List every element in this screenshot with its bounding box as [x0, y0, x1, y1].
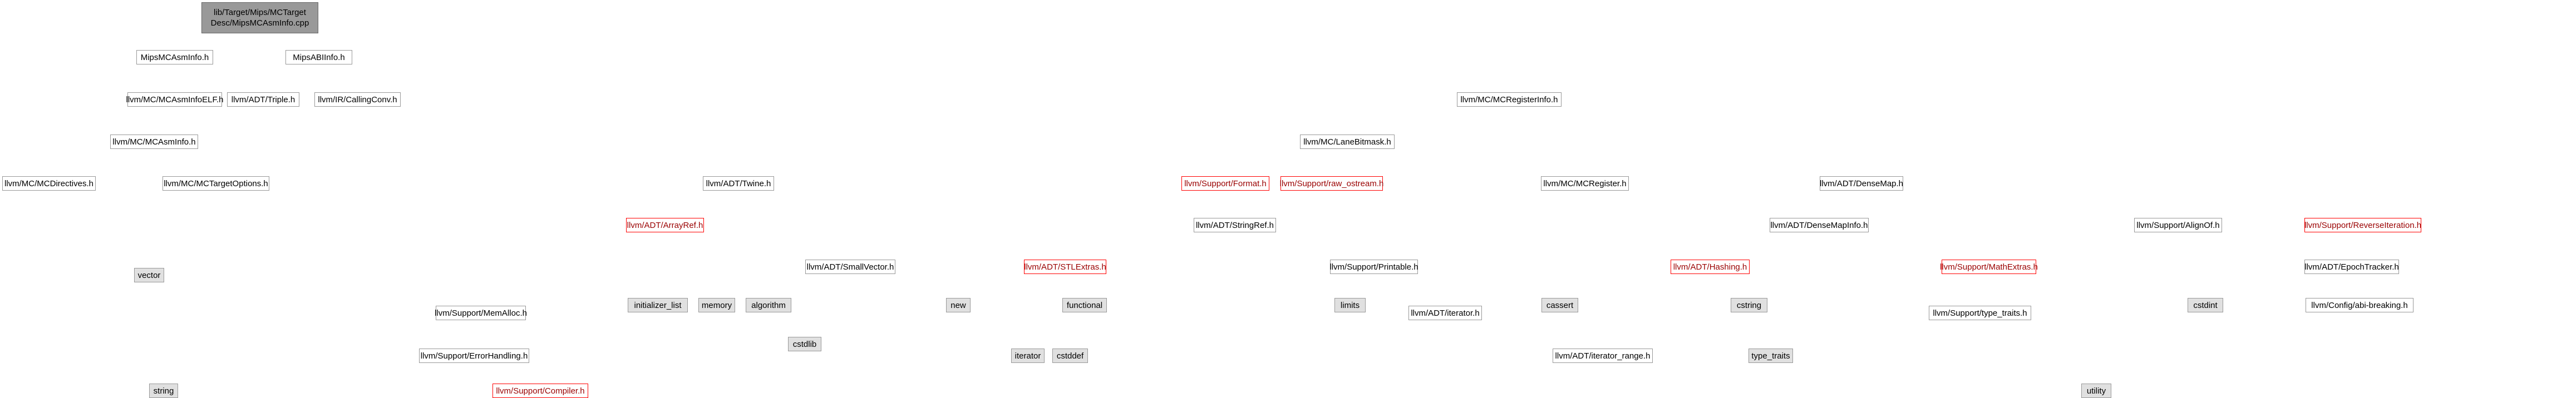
root-file-line2: Desc/MipsMCAsmInfo.cpp	[210, 18, 309, 28]
node-densemap[interactable]: llvm/ADT/DenseMap.h	[1820, 176, 1903, 191]
node-mcregisterinfo[interactable]: llvm/MC/MCRegisterInfo.h	[1457, 92, 1562, 107]
node-std-iterator[interactable]: iterator	[1011, 349, 1045, 363]
node-std-utility[interactable]: utility	[2081, 384, 2111, 398]
node-densemapinfo[interactable]: llvm/ADT/DenseMapInfo.h	[1770, 218, 1869, 232]
node-alignof[interactable]: llvm/Support/AlignOf.h	[2134, 218, 2222, 232]
node-lanebitmask[interactable]: llvm/MC/LaneBitmask.h	[1300, 135, 1395, 149]
node-mipsabiinfo[interactable]: MipsABIInfo.h	[285, 50, 352, 64]
node-triple[interactable]: llvm/ADT/Triple.h	[227, 92, 299, 107]
node-std-cstddef[interactable]: cstddef	[1052, 349, 1088, 363]
node-printable[interactable]: llvm/Support/Printable.h	[1329, 260, 1418, 274]
node-std-cstdlib[interactable]: cstdlib	[788, 337, 821, 351]
node-support-type-traits[interactable]: llvm/Support/type_traits.h	[1929, 306, 2031, 320]
node-support-compiler[interactable]: llvm/Support/Compiler.h	[492, 384, 588, 398]
node-config-abi-breaking[interactable]: llvm/Config/abi-breaking.h	[2306, 298, 2414, 312]
node-std-limits[interactable]: limits	[1334, 298, 1366, 312]
node-support-format[interactable]: llvm/Support/Format.h	[1181, 176, 1269, 191]
root-file-node[interactable]: lib/Target/Mips/MCTarget Desc/MipsMCAsmI…	[201, 2, 318, 33]
node-mcdirectives[interactable]: llvm/MC/MCDirectives.h	[2, 176, 96, 191]
node-memalloc[interactable]: llvm/Support/MemAlloc.h	[435, 306, 527, 320]
node-iterator-range[interactable]: llvm/ADT/iterator_range.h	[1553, 349, 1653, 363]
node-std-new[interactable]: new	[946, 298, 971, 312]
node-std-cstdint[interactable]: cstdint	[2188, 298, 2223, 312]
node-std-memory[interactable]: memory	[698, 298, 735, 312]
node-stringref[interactable]: llvm/ADT/StringRef.h	[1194, 218, 1276, 232]
node-std-cassert[interactable]: cassert	[1541, 298, 1578, 312]
node-stlextras[interactable]: llvm/ADT/STLExtras.h	[1024, 260, 1106, 274]
node-mathextras[interactable]: llvm/Support/MathExtras.h	[1940, 260, 2038, 274]
node-std-cstring[interactable]: cstring	[1731, 298, 1767, 312]
node-mcregister[interactable]: llvm/MC/MCRegister.h	[1541, 176, 1629, 191]
node-twine[interactable]: llvm/ADT/Twine.h	[703, 176, 774, 191]
node-hashing[interactable]: llvm/ADT/Hashing.h	[1671, 260, 1750, 274]
node-reverseiteration[interactable]: llvm/Support/ReverseIteration.h	[2304, 218, 2421, 232]
node-raw-ostream[interactable]: llvm/Support/raw_ostream.h	[1280, 176, 1383, 191]
node-std-type-traits[interactable]: type_traits	[1748, 349, 1793, 363]
root-file-line1: lib/Target/Mips/MCTarget	[214, 8, 306, 17]
node-std-algorithm[interactable]: algorithm	[746, 298, 791, 312]
node-callingconv[interactable]: llvm/IR/CallingConv.h	[314, 92, 401, 107]
node-std-initializer-list[interactable]: initializer_list	[628, 298, 688, 312]
node-adt-iterator[interactable]: llvm/ADT/iterator.h	[1408, 306, 1482, 320]
node-std-functional[interactable]: functional	[1062, 298, 1107, 312]
node-std-vector[interactable]: vector	[134, 268, 164, 282]
node-smallvector[interactable]: llvm/ADT/SmallVector.h	[805, 260, 895, 274]
node-epochtracker[interactable]: llvm/ADT/EpochTracker.h	[2304, 260, 2399, 274]
node-arrayref[interactable]: llvm/ADT/ArrayRef.h	[626, 218, 704, 232]
node-mcasminfo[interactable]: llvm/MC/MCAsmInfo.h	[110, 135, 198, 149]
node-mcasminfoelf[interactable]: llvm/MC/MCAsmInfoELF.h	[126, 92, 224, 107]
node-mipsmcasminfo[interactable]: MipsMCAsmInfo.h	[136, 50, 213, 64]
node-std-string[interactable]: string	[149, 384, 178, 398]
node-errorhandling[interactable]: llvm/Support/ErrorHandling.h	[419, 349, 529, 363]
node-mctargetoptions[interactable]: llvm/MC/MCTargetOptions.h	[162, 176, 269, 191]
